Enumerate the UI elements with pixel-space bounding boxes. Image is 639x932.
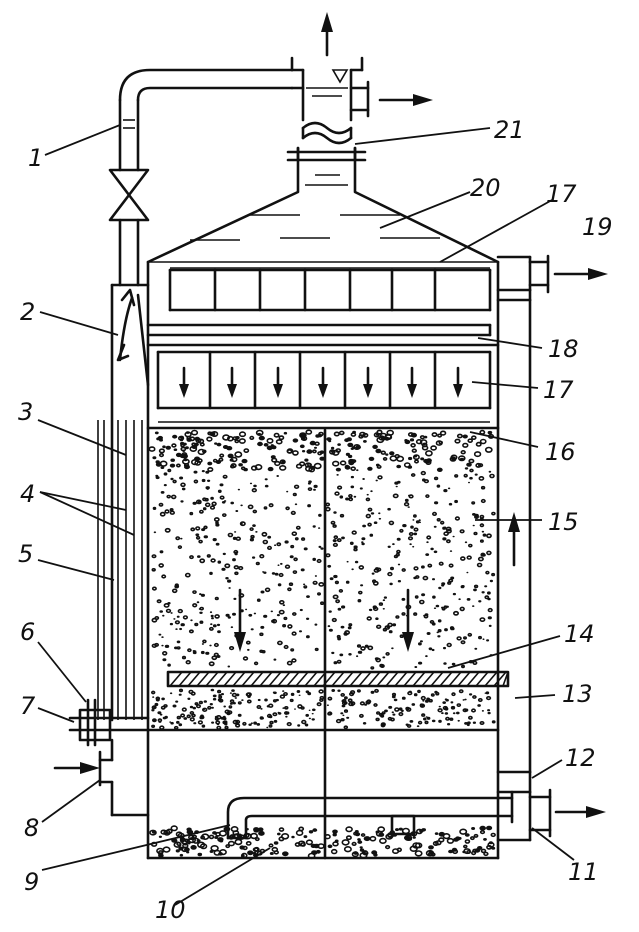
pipe-1 (108, 68, 305, 287)
label-8: 8 (24, 814, 39, 842)
plate-14 (166, 670, 510, 688)
outlet-11 (496, 788, 606, 842)
grid-upper (146, 267, 500, 347)
label-17-top: 17 (546, 180, 577, 208)
label-1: 1 (28, 144, 43, 172)
label-9: 9 (24, 868, 39, 896)
label-11: 11 (568, 858, 599, 886)
label-12: 12 (565, 744, 596, 772)
outer-jacket (496, 288, 532, 794)
label-5: 5 (18, 540, 33, 568)
label-19: 19 (582, 213, 613, 241)
label-20: 20 (470, 174, 501, 202)
granular-bed (148, 429, 496, 860)
label-14: 14 (564, 620, 595, 648)
label-6: 6 (20, 618, 35, 646)
label-21: 21 (494, 116, 525, 144)
outlet-19 (496, 254, 608, 294)
label-2: 2 (20, 298, 35, 326)
label-13: 13 (562, 680, 593, 708)
label-16: 16 (545, 438, 576, 466)
label-18: 18 (548, 335, 579, 363)
label-3: 3 (18, 398, 33, 426)
label-10: 10 (155, 896, 186, 924)
top-column (190, 12, 440, 241)
number-labels: 1 2 3 4 5 6 7 8 9 10 11 12 13 14 15 16 1… (18, 116, 613, 924)
label-15: 15 (548, 508, 579, 536)
grid-lower (146, 350, 500, 430)
left-apparatus (53, 283, 150, 817)
label-4: 4 (20, 480, 35, 508)
bottom-pipe (226, 790, 514, 840)
vessel-body (146, 146, 500, 860)
cell-arrows (179, 366, 463, 398)
label-7: 7 (20, 692, 36, 720)
label-17-lower: 17 (543, 376, 574, 404)
bed-arrows (234, 512, 520, 652)
leader-lines (37, 124, 575, 906)
